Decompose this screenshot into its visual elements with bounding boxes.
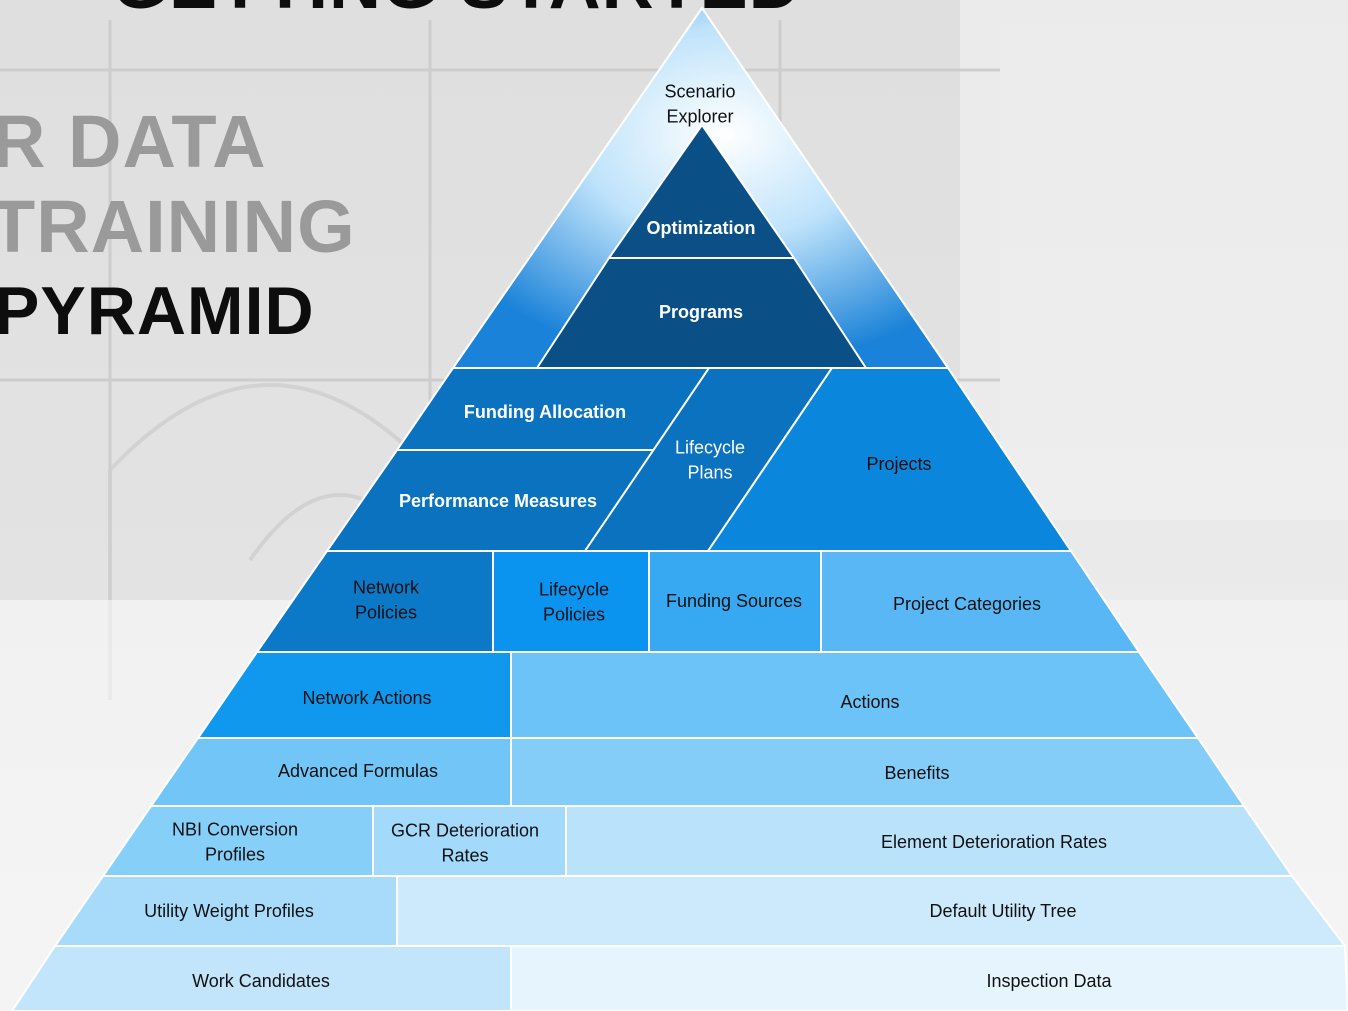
network-actions-label: Network Actions (302, 688, 431, 708)
title-line-data: R DATA (0, 100, 267, 183)
lifecycle-policies-block (492, 550, 650, 653)
work-candidates-block (11, 945, 512, 1011)
projects-label: Projects (866, 454, 931, 474)
advanced-formulas-label: Advanced Formulas (278, 761, 438, 781)
actions-label: Actions (840, 692, 899, 712)
default-utility-tree-block (396, 875, 1346, 947)
element-deterioration-rates-label: Element Deterioration Rates (881, 832, 1107, 852)
project-categories-label: Project Categories (893, 594, 1041, 614)
benefits-block (510, 737, 1245, 807)
funding-allocation-label: Funding Allocation (464, 402, 626, 422)
programs-label: Programs (659, 302, 743, 322)
funding-sources-label: Funding Sources (666, 591, 802, 611)
work-candidates-label: Work Candidates (192, 971, 330, 991)
nbi-conversion-profiles-block (102, 805, 374, 877)
title-line-training: TRAINING (0, 185, 356, 268)
title-line-pyramid: PYRAMID (0, 273, 315, 349)
default-utility-tree-label: Default Utility Tree (929, 901, 1076, 921)
benefits-label: Benefits (884, 763, 949, 783)
network-policies-block (256, 550, 494, 653)
gcr-deterioration-rates-block (372, 805, 567, 877)
inspection-data-block (510, 945, 1348, 1011)
performance-measures-label: Performance Measures (399, 491, 597, 511)
inspection-data-label: Inspection Data (986, 971, 1112, 991)
page-title: GETTING STARTED (112, 0, 802, 20)
utility-weight-profiles-label: Utility Weight Profiles (144, 901, 314, 921)
optimization-label: Optimization (647, 218, 756, 238)
